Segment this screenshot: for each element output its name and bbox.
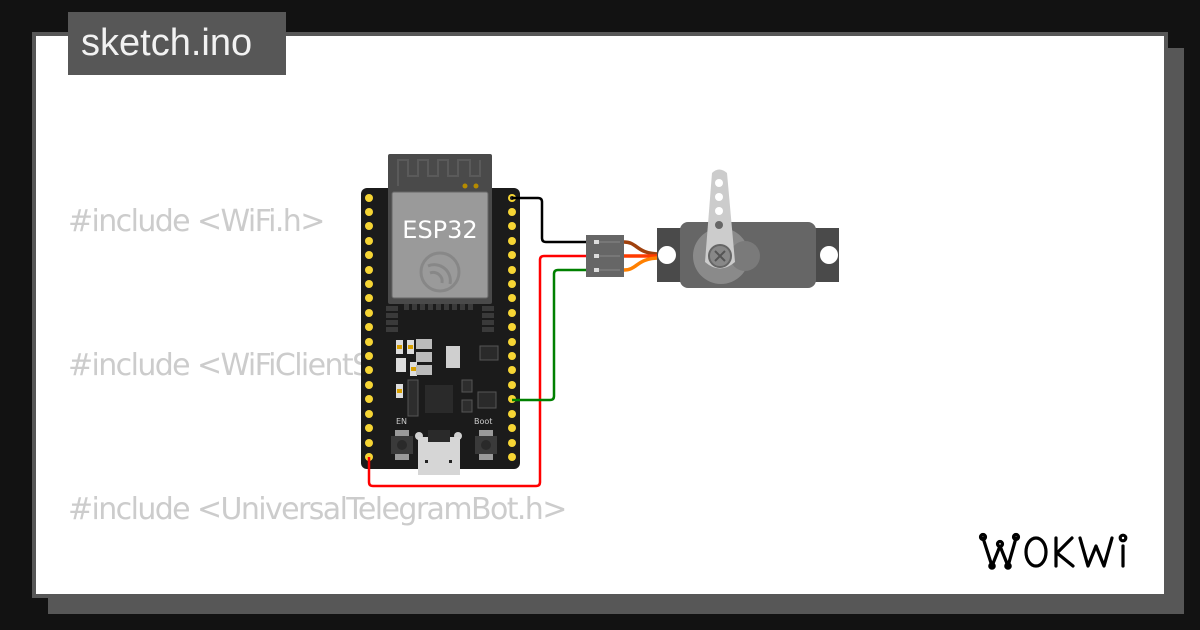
en-label: EN — [396, 417, 407, 426]
boot-label: Boot — [474, 417, 492, 426]
en-button[interactable] — [391, 430, 413, 460]
esp32-board[interactable]: ESP32 EN Boot — [361, 154, 520, 475]
power-wire — [367, 254, 592, 488]
servo-motor[interactable] — [657, 169, 839, 289]
code-line: #include <WiFi.h> — [68, 204, 325, 239]
servo-horn — [705, 169, 735, 269]
code-preview: #include <WiFi.h> #include <WiFiClientSe… — [68, 102, 1060, 594]
gnd-wire — [512, 196, 592, 244]
signal-wire — [512, 268, 592, 402]
wokwi-logo — [978, 526, 1148, 580]
left-pin-header[interactable] — [365, 194, 373, 461]
code-line: #include <UniversalTelegramBot.h> — [68, 492, 567, 527]
usb-port — [415, 430, 462, 475]
code-card-body: #include <WiFi.h> #include <WiFiClientSe… — [36, 36, 1164, 594]
board-label: ESP32 — [402, 216, 477, 244]
espressif-logo-icon — [419, 251, 461, 293]
code-card: #include <WiFi.h> #include <WiFiClientSe… — [32, 32, 1168, 598]
wires[interactable] — [367, 196, 592, 488]
file-tab[interactable]: sketch.ino — [68, 12, 286, 75]
boot-button[interactable] — [475, 430, 497, 460]
servo-connector — [586, 235, 624, 277]
right-pin-header[interactable] — [508, 194, 516, 461]
